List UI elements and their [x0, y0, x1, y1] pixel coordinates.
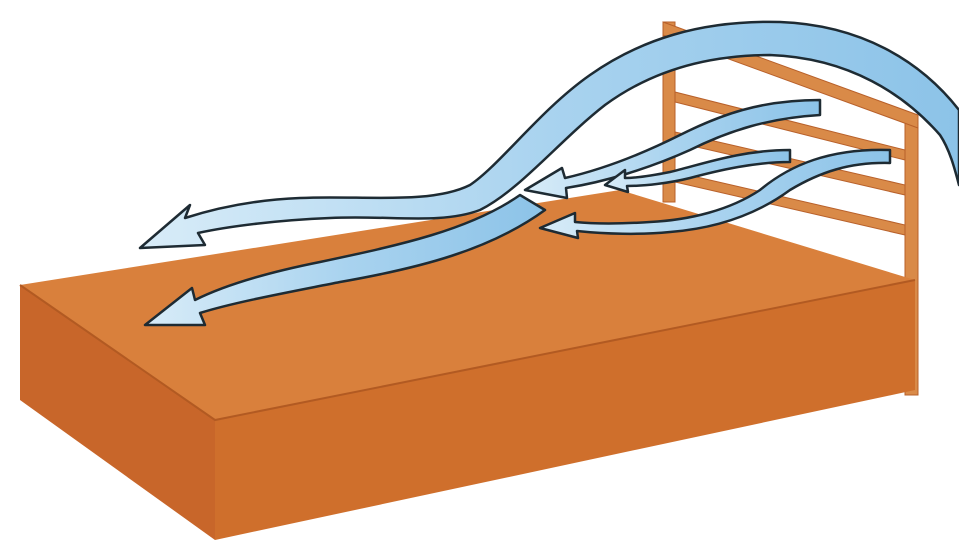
bed-airflow-diagram — [0, 0, 959, 540]
diagram-canvas — [0, 0, 959, 540]
